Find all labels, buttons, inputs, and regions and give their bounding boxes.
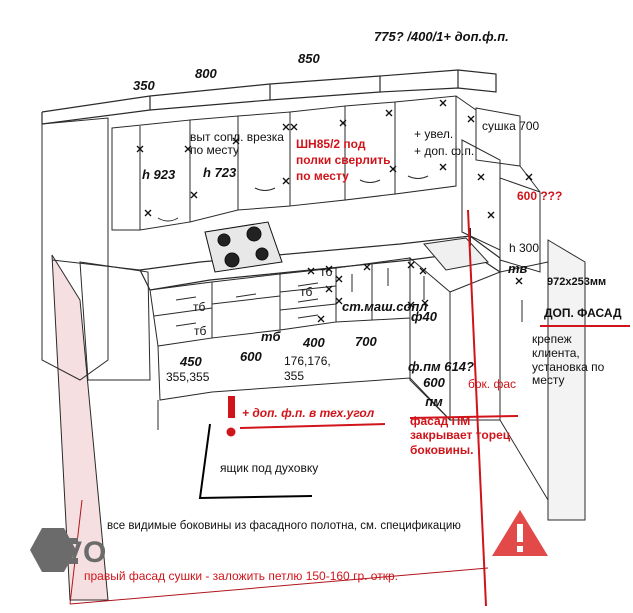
label-tb-3: тб — [300, 285, 313, 299]
note-washer: ст.маш.сопл — [342, 299, 428, 314]
x-mark — [525, 173, 533, 181]
x-mark — [439, 163, 447, 171]
x-mark — [339, 119, 347, 127]
dim-600: 600 — [240, 349, 262, 364]
label-tv: тв — [508, 261, 528, 276]
x-mark — [136, 145, 144, 153]
label-tb-5: тб — [261, 329, 281, 344]
x-mark — [144, 209, 152, 217]
logo-text: VO — [62, 536, 108, 569]
evo-logo — [30, 528, 78, 572]
label-tb-2: тб — [194, 324, 207, 338]
lower-cabinets — [149, 256, 549, 502]
x-mark — [282, 123, 290, 131]
x-mark — [477, 173, 485, 181]
floor-line — [69, 499, 489, 605]
x-mark — [325, 285, 333, 293]
dim-355-355: 355,355 — [166, 370, 210, 384]
black-markups — [198, 423, 313, 500]
dim-h923: h 923 — [142, 167, 176, 182]
x-mark — [389, 165, 397, 173]
cooktop — [204, 221, 283, 273]
dim-600-pm: 600 пм — [423, 375, 445, 409]
x-mark — [487, 211, 495, 219]
warning-triangle-icon — [492, 510, 548, 556]
dim-176: 176,176, 355 — [284, 354, 331, 383]
dim-775-note: 775? /400/1+ доп.ф.п. — [374, 29, 509, 44]
x-mark — [407, 261, 415, 269]
exclamation-icon — [226, 396, 236, 437]
x-mark — [190, 191, 198, 199]
note-visible-sides: все видимые боковины из фасадного полотн… — [107, 520, 461, 532]
x-mark — [282, 177, 290, 185]
x-mark — [307, 267, 315, 275]
note-extra-facade: ДОП. ФАСАД — [544, 306, 622, 320]
x-marks — [136, 99, 533, 323]
x-mark — [385, 109, 393, 117]
dim-972x253: 972х253мм — [547, 276, 607, 288]
note-client-fastening: крепеж клиента, установка по месту — [532, 332, 605, 388]
label-tb-1: тб — [193, 300, 206, 314]
upper-cabinets — [111, 95, 541, 273]
x-mark — [419, 267, 427, 275]
label-tb-4: тб — [320, 265, 333, 279]
note-extra-tech-corner: + доп. ф.п. в тех.угол — [242, 406, 375, 420]
dim-800: 800 — [195, 66, 217, 81]
crown-molding — [41, 69, 497, 125]
note-sushka-700: сушка 700 — [482, 119, 540, 133]
x-mark — [515, 277, 523, 285]
dim-400: 400 — [303, 335, 325, 350]
left-tall-cabinet — [41, 117, 151, 381]
dim-350: 350 — [133, 78, 155, 93]
note-dryer-hinge: правый фасад сушки - заложить петлю 150-… — [84, 569, 398, 583]
x-mark — [317, 315, 325, 323]
note-oven-drawer: ящик под духовку — [220, 461, 319, 475]
x-mark — [439, 99, 447, 107]
x-mark — [290, 123, 298, 131]
x-mark — [325, 265, 333, 273]
x-mark — [407, 301, 415, 309]
note-fpm-614: ф.пм 614? — [408, 359, 474, 374]
x-mark — [335, 275, 343, 283]
x-mark — [421, 299, 429, 307]
x-mark — [363, 263, 371, 271]
note-shn85: ШН85/2 под полки сверлить по месту — [296, 137, 391, 184]
dim-700: 700 — [355, 334, 377, 349]
x-mark — [335, 297, 343, 305]
dim-850: 850 — [298, 51, 320, 66]
dim-h723: h 723 — [203, 165, 237, 180]
label-f40: ф40 — [411, 309, 437, 324]
left-wall — [51, 254, 109, 601]
red-markups — [239, 209, 630, 607]
x-mark — [184, 145, 192, 153]
note-600-question: 600 ??? — [517, 189, 563, 203]
x-mark — [232, 137, 240, 145]
dim-h300: h 300 — [509, 241, 540, 255]
x-mark — [467, 115, 475, 123]
note-uvel: + увел. + доп. ф.п. — [414, 127, 475, 159]
note-hood-vent: выт сопл. врезка по месту — [190, 130, 284, 158]
note-pm-facade: фасад ПМ закрывает торец боковины. — [410, 414, 511, 457]
note-side-facade: бок. фас — [468, 377, 517, 391]
sink — [423, 228, 489, 271]
dim-450: 450 — [180, 354, 202, 369]
